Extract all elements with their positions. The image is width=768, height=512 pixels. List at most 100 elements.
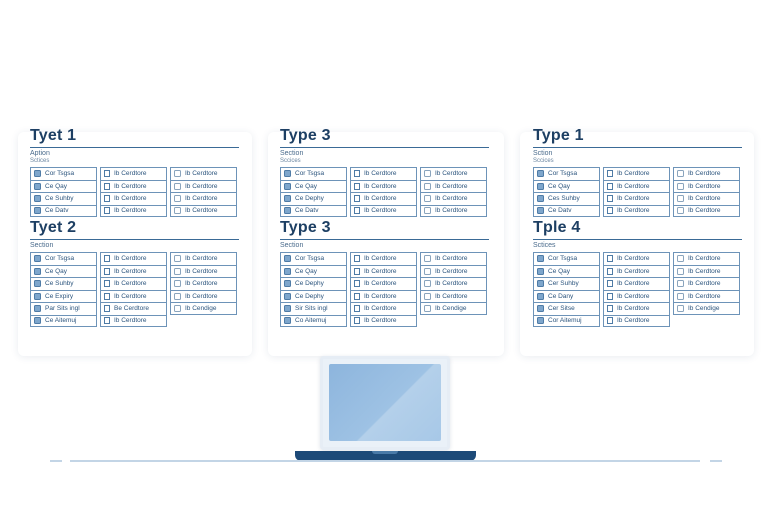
option-item[interactable]: Ib Cerdtore bbox=[673, 277, 740, 290]
option-item[interactable]: Ib Cerdtore bbox=[350, 252, 417, 265]
option-item[interactable]: Ib Cerdtore bbox=[420, 264, 487, 277]
option-item[interactable]: Ib Cerdtore bbox=[100, 264, 167, 277]
option-item[interactable]: Ib Cerdtore bbox=[170, 264, 237, 277]
option-item[interactable]: Ce Dephy bbox=[280, 192, 347, 205]
option-item[interactable]: Ce Qay bbox=[533, 264, 600, 277]
option-item[interactable]: Ib Cerdtore bbox=[100, 179, 167, 192]
option-item[interactable]: Ib Cerdtore bbox=[100, 204, 167, 217]
option-item[interactable]: Ib Cerdtore bbox=[603, 204, 670, 217]
option-item[interactable]: Ib Cendige bbox=[420, 302, 487, 315]
option-item[interactable]: Par Sits ingl bbox=[30, 302, 97, 315]
option-item[interactable]: Ce Dephy bbox=[280, 289, 347, 302]
option-item[interactable]: Ib Cerdtore bbox=[350, 264, 417, 277]
option-item[interactable]: Ib Cerdtore bbox=[673, 192, 740, 205]
option-item[interactable]: Ib Cerdtore bbox=[420, 289, 487, 302]
option-item[interactable]: Ib Cerdtore bbox=[673, 289, 740, 302]
option-item[interactable]: Ib Cerdtore bbox=[420, 192, 487, 205]
option-item[interactable]: Ce Suhby bbox=[30, 277, 97, 290]
option-item[interactable]: Ib Cerdtore bbox=[673, 264, 740, 277]
document-icon bbox=[607, 182, 613, 190]
option-item[interactable]: Ces Suhby bbox=[533, 192, 600, 205]
option-item[interactable]: Ib Cerdtore bbox=[100, 167, 167, 180]
option-item[interactable]: Ib Cerdtore bbox=[350, 314, 417, 327]
option-item[interactable]: Ib Cerdtore bbox=[603, 252, 670, 265]
option-item[interactable]: Ib Cerdtore bbox=[673, 167, 740, 180]
checklist-icon bbox=[537, 305, 544, 313]
option-item[interactable]: Ce Datv bbox=[280, 204, 347, 217]
option-item[interactable]: Ib Cerdtore bbox=[603, 277, 670, 290]
option-item[interactable]: Ib Cerdtore bbox=[100, 289, 167, 302]
option-item[interactable]: Ib Cerdtore bbox=[350, 192, 417, 205]
option-item[interactable]: Ib Cerdtore bbox=[100, 277, 167, 290]
option-item[interactable]: Cor Tsgsa bbox=[533, 252, 600, 265]
option-item[interactable]: Cer Suhby bbox=[533, 277, 600, 290]
option-item[interactable]: Ib Cerdtore bbox=[350, 167, 417, 180]
option-item[interactable]: Cer Sitse bbox=[533, 302, 600, 315]
option-item[interactable]: Ib Cendige bbox=[673, 302, 740, 315]
option-item[interactable]: Ce Qay bbox=[30, 264, 97, 277]
option-item[interactable]: Ib Cerdtore bbox=[350, 289, 417, 302]
option-item[interactable]: Ib Cerdtore bbox=[170, 252, 237, 265]
option-item[interactable]: Ce Aitemuj bbox=[30, 314, 97, 327]
option-item[interactable]: Ib Cerdtore bbox=[100, 252, 167, 265]
option-item[interactable]: Cor Tsgsa bbox=[280, 167, 347, 180]
document-icon bbox=[607, 280, 613, 288]
option-item[interactable]: Ib Cerdtore bbox=[170, 204, 237, 217]
option-item[interactable]: Ce Expiry bbox=[30, 289, 97, 302]
checklist-icon bbox=[284, 317, 291, 325]
option-item[interactable]: Ce Suhby bbox=[30, 192, 97, 205]
option-item[interactable]: Cor Tsgsa bbox=[280, 252, 347, 265]
option-item[interactable]: Ib Cendige bbox=[170, 302, 237, 315]
option-item[interactable]: Ib Cerdtore bbox=[673, 252, 740, 265]
option-item[interactable]: Cor Tsgsa bbox=[30, 252, 97, 265]
option-item[interactable]: Ib Cerdtore bbox=[350, 302, 417, 315]
option-label: Ce Dephy bbox=[295, 292, 324, 300]
option-item[interactable]: Ib Cerdtore bbox=[170, 179, 237, 192]
option-item[interactable]: Ib Cerdtore bbox=[673, 204, 740, 217]
option-item[interactable]: Ib Cerdtore bbox=[420, 204, 487, 217]
option-item[interactable]: Ib Cerdtore bbox=[170, 289, 237, 302]
option-item[interactable]: Ib Cerdtore bbox=[170, 192, 237, 205]
option-item[interactable]: Ib Cerdtore bbox=[350, 277, 417, 290]
option-label: Ib Cerdtore bbox=[688, 170, 721, 178]
option-label: Cor Tsgsa bbox=[45, 255, 75, 263]
option-item[interactable]: Ce Qay bbox=[30, 179, 97, 192]
option-item[interactable]: Ib Cerdtore bbox=[603, 314, 670, 327]
option-item[interactable]: Cor Tsgsa bbox=[30, 167, 97, 180]
option-item[interactable]: Ib Cerdtore bbox=[420, 277, 487, 290]
option-item[interactable]: Be Cerdtore bbox=[100, 302, 167, 315]
option-item[interactable]: Ce Datv bbox=[30, 204, 97, 217]
option-label: Ib Cerdtore bbox=[617, 170, 650, 178]
option-item[interactable]: Ce Qay bbox=[280, 179, 347, 192]
option-item[interactable]: Ib Cerdtore bbox=[350, 179, 417, 192]
option-item[interactable]: Ib Cerdtore bbox=[100, 192, 167, 205]
option-item[interactable]: Co Aitemuj bbox=[280, 314, 347, 327]
option-item[interactable]: Cor Tsgsa bbox=[533, 167, 600, 180]
option-item[interactable]: Ib Cerdtore bbox=[603, 264, 670, 277]
option-item[interactable]: Ce Qay bbox=[533, 179, 600, 192]
option-item[interactable]: Ib Cerdtore bbox=[603, 167, 670, 180]
option-item[interactable]: Ib Cerdtore bbox=[603, 179, 670, 192]
option-item[interactable]: Ib Cerdtore bbox=[603, 302, 670, 315]
option-item[interactable]: Ib Cerdtore bbox=[420, 179, 487, 192]
option-item[interactable]: Ib Cerdtore bbox=[170, 277, 237, 290]
option-item[interactable]: Ce Dephy bbox=[280, 277, 347, 290]
option-label: Ib Cerdtore bbox=[617, 195, 650, 203]
option-item[interactable]: Ib Cerdtore bbox=[420, 252, 487, 265]
option-item[interactable]: Ce Dany bbox=[533, 289, 600, 302]
option-item[interactable]: Ib Cerdtore bbox=[170, 167, 237, 180]
option-item[interactable]: Sir Sits ingl bbox=[280, 302, 347, 315]
option-item[interactable]: Ib Cerdtore bbox=[603, 289, 670, 302]
option-item[interactable]: Ib Cerdtore bbox=[350, 204, 417, 217]
option-item[interactable]: Ib Cerdtore bbox=[100, 314, 167, 327]
option-item[interactable]: Ce Qay bbox=[280, 264, 347, 277]
option-item[interactable]: Ib Cerdtore bbox=[420, 167, 487, 180]
option-item[interactable]: Cor Aitemuj bbox=[533, 314, 600, 327]
option-item[interactable]: Ib Cerdtore bbox=[603, 192, 670, 205]
option-item[interactable]: Ce Datv bbox=[533, 204, 600, 217]
option-item[interactable]: Ib Cerdtore bbox=[673, 179, 740, 192]
option-label: Ce Qay bbox=[295, 182, 318, 190]
